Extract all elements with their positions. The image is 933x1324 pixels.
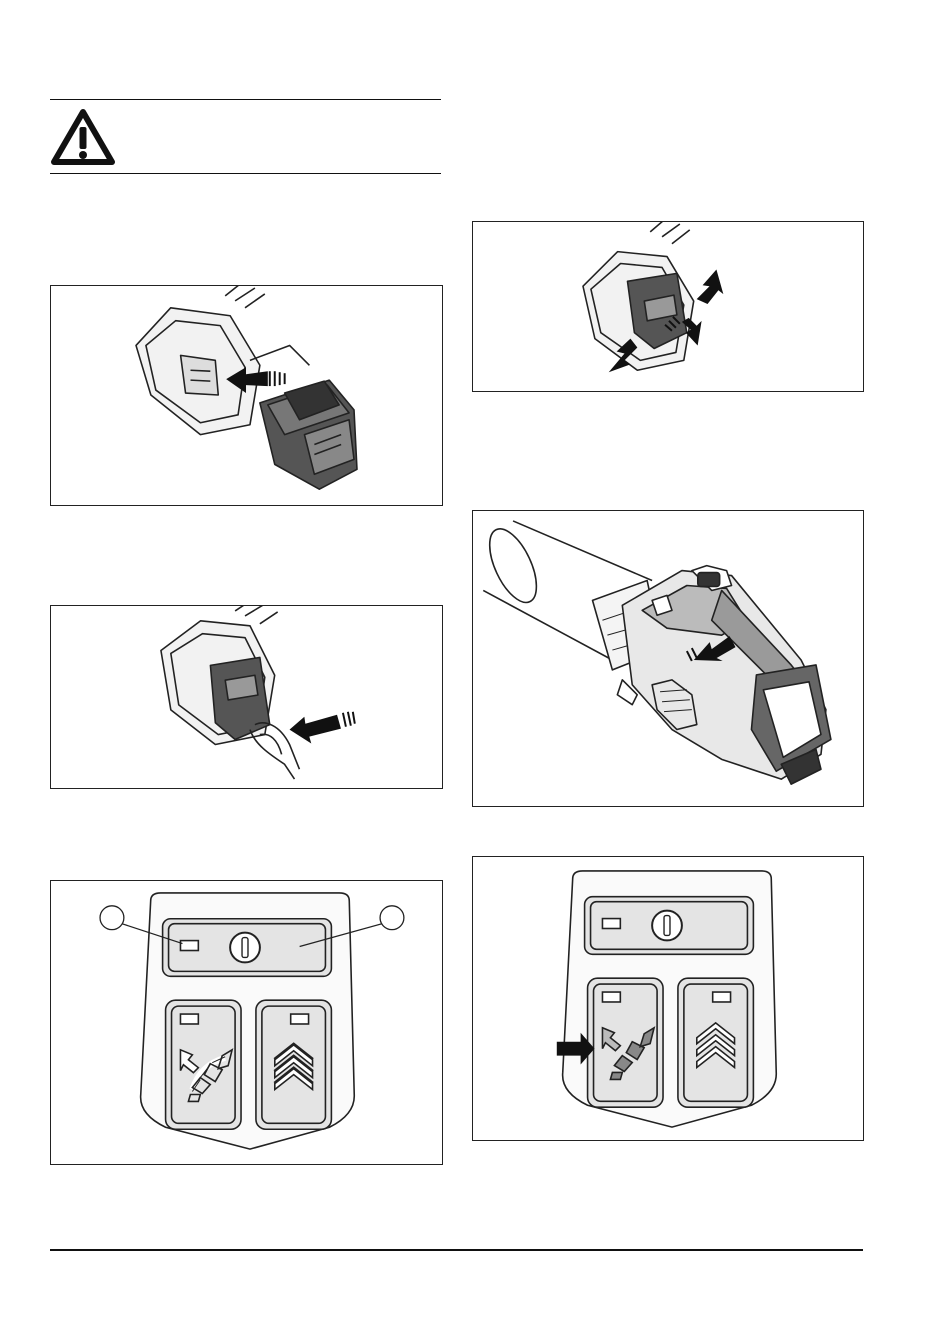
fig-control-panel-arrow (472, 856, 864, 1141)
warning-triangle-icon (50, 108, 116, 166)
warning-top-rule (50, 99, 441, 100)
control-panel-illustration (51, 881, 442, 1164)
warning-bottom-rule (50, 173, 441, 174)
fig-blower-trigger (472, 510, 864, 807)
blower-trigger-arrow-illustration (473, 511, 863, 806)
battery-release-arrows-illustration (473, 222, 863, 391)
fig-control-panel-callouts (50, 880, 443, 1165)
fig-press-battery (50, 605, 443, 789)
hand-press-battery-illustration (51, 606, 442, 788)
footer-rule (50, 1249, 863, 1251)
battery-insert-arrow-illustration (51, 286, 442, 505)
fig-insert-battery (50, 285, 443, 506)
fig-remove-battery (472, 221, 864, 392)
control-panel-arrow-illustration (473, 857, 863, 1140)
